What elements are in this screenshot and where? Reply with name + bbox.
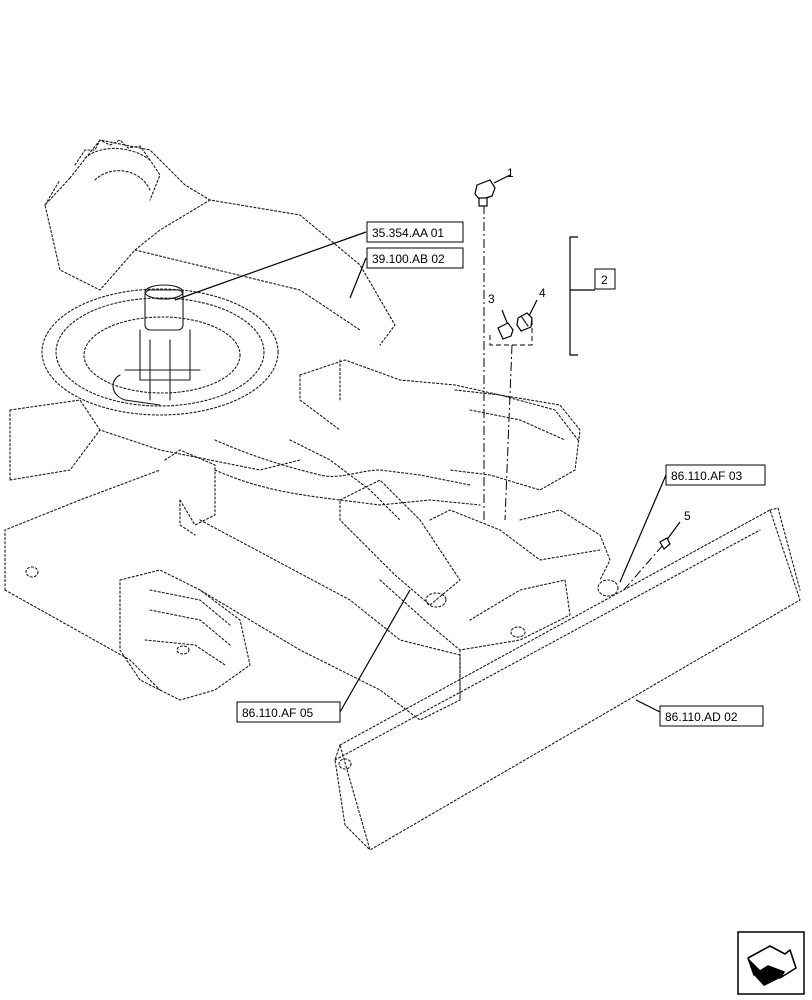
excavator-undercarriage-outline bbox=[4, 139, 801, 851]
leader-lines bbox=[174, 174, 681, 713]
svg-text:86.110.AF 05: 86.110.AF 05 bbox=[242, 706, 313, 720]
svg-text:39.100.AB 02: 39.100.AB 02 bbox=[372, 252, 445, 266]
callout-1[interactable]: 1 bbox=[507, 166, 514, 180]
callout-2-box[interactable] bbox=[594, 268, 616, 290]
part-3-fitting[interactable] bbox=[497, 322, 514, 340]
callout-5[interactable]: 5 bbox=[684, 509, 691, 523]
svg-text:86.110.AD 02: 86.110.AD 02 bbox=[665, 710, 738, 724]
ref-label-39-100[interactable]: 39.100.AB 02 bbox=[366, 247, 464, 269]
svg-text:35.354.AA 01: 35.354.AA 01 bbox=[372, 226, 444, 240]
part-5-nipple[interactable] bbox=[659, 537, 671, 550]
ref-label-86-110-af03[interactable]: 86.110.AF 03 bbox=[665, 464, 766, 486]
callout-4[interactable]: 4 bbox=[539, 286, 546, 300]
next-page-arrow-icon[interactable] bbox=[737, 931, 805, 995]
ref-label-86-110-af05[interactable]: 86.110.AF 05 bbox=[236, 701, 341, 723]
callout-2[interactable]: 2 bbox=[601, 273, 608, 287]
ref-label-86-110-ad02[interactable]: 86.110.AD 02 bbox=[659, 705, 764, 727]
callout-3[interactable]: 3 bbox=[488, 292, 495, 306]
part-4-switch[interactable] bbox=[516, 312, 533, 332]
ref-label-35-354[interactable]: 35.354.AA 01 bbox=[366, 221, 464, 243]
part-1-fitting[interactable] bbox=[474, 179, 496, 207]
svg-text:86.110.AF 03: 86.110.AF 03 bbox=[671, 469, 742, 483]
